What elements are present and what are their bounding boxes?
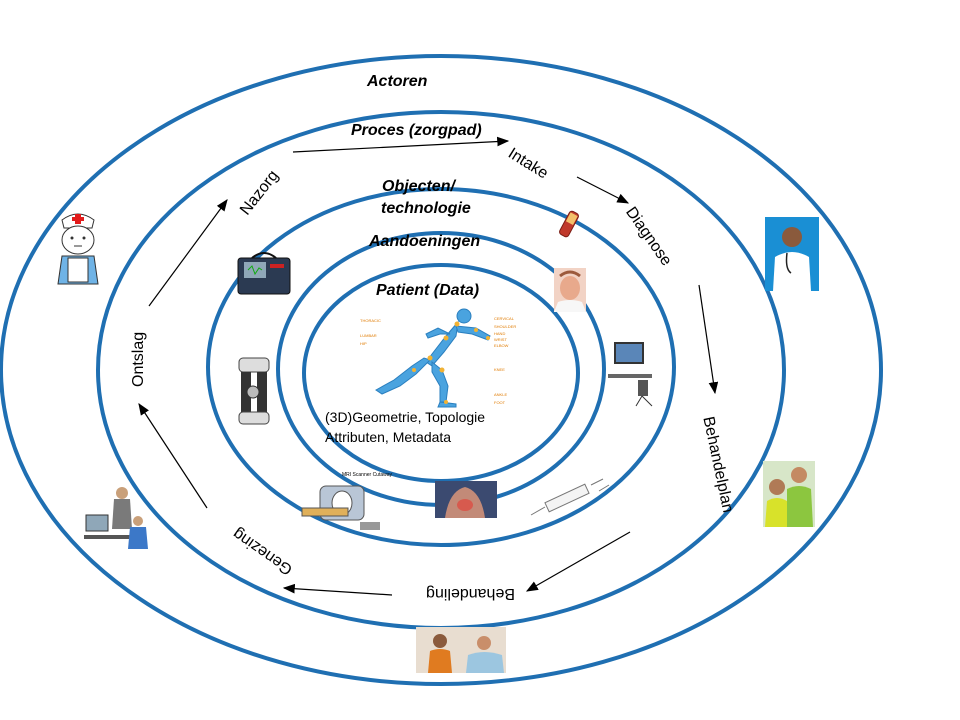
ring-objecten xyxy=(206,187,676,547)
workstation-image xyxy=(608,340,656,408)
ring-title-objecten-2: technologie xyxy=(381,200,471,217)
body-label-hip: HIP xyxy=(360,341,367,346)
arrow-diagnose-behandelplan xyxy=(698,284,719,395)
ring-title-objecten-1: Objecten/ xyxy=(382,178,455,195)
doctor-photo xyxy=(765,217,819,291)
step-behandeling: Behandeling xyxy=(426,585,515,602)
arrow-behandeling-genezing xyxy=(282,583,393,596)
body-label-knee: KNEE xyxy=(494,367,505,372)
back-pain-photo xyxy=(435,481,497,518)
knee-brace-image xyxy=(233,356,277,428)
body-label-thoracic: THORACIC xyxy=(360,318,381,323)
body-label-wrist: WRIST xyxy=(494,337,507,342)
defibrillator-image xyxy=(234,248,294,300)
arrow-genezing-ontslag xyxy=(138,402,208,509)
body-label-lumbar: LUMBAR xyxy=(360,333,377,338)
body-label-cervical: CERVICAL xyxy=(494,316,514,321)
arrow-ontslag-nazorg xyxy=(148,199,228,307)
body-label-foot: FOOT xyxy=(494,400,506,405)
step-ontslag: Ontslag xyxy=(130,331,147,387)
ring-actoren xyxy=(0,54,883,686)
ring-title-patient: Patient (Data) xyxy=(376,282,480,299)
arrow-nazorg-intake xyxy=(292,136,510,153)
nurse-cartoon-image xyxy=(52,206,104,290)
body-label-elbow: ELBOW xyxy=(494,343,509,348)
ring-title-aandoeningen: Aandoeningen xyxy=(369,233,481,250)
syringe-image xyxy=(529,477,611,517)
sick-patient-photo xyxy=(554,268,586,312)
ring-title-proces: Proces (zorgpad) xyxy=(351,122,482,139)
paramedics-photo xyxy=(763,461,815,527)
body-label-shoulder: SHOULDER xyxy=(494,324,517,329)
vaccine-vial-image xyxy=(556,203,584,245)
patient-data-line-2: Attributen, Metadata xyxy=(325,429,452,445)
body-label-hand: HAND xyxy=(494,331,506,336)
patient-bed-photo xyxy=(416,627,506,673)
arrow-intake-diagnose xyxy=(576,176,630,204)
arrow-behandelplan-behandeling xyxy=(525,531,631,592)
body-label-ankle: ANKLE xyxy=(494,392,508,397)
mri-scanner-label: MRI Scanner Cutaway xyxy=(342,472,393,478)
mri-scanner-image xyxy=(300,472,384,536)
office-clipart-image xyxy=(84,485,150,555)
ring-title-actoren: Actoren xyxy=(367,73,428,90)
patient-data-line-1: (3D)Geometrie, Topologie xyxy=(325,409,486,425)
body-figure-image xyxy=(360,306,520,410)
